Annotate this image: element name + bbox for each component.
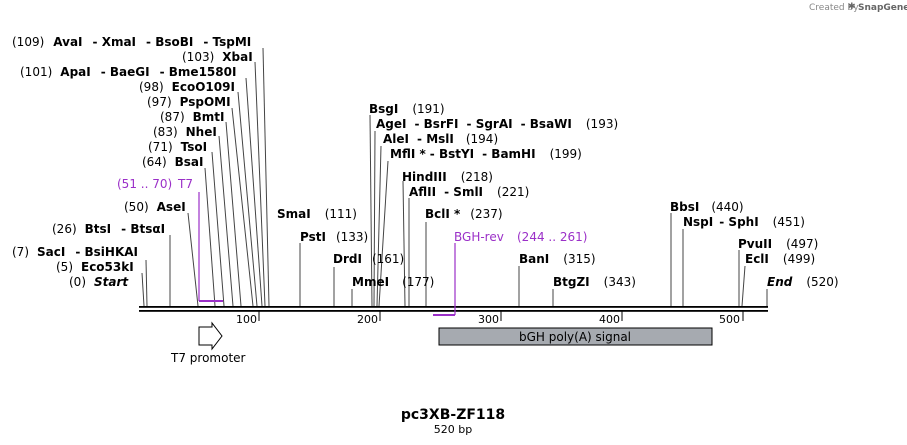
site-label[interactable]: AflII- SmlI(221) (409, 185, 529, 199)
bgh-rev-primer-label[interactable]: BGH-rev (454, 230, 504, 244)
site-label[interactable]: (97)PspOMI (147, 95, 231, 109)
site-label[interactable]: (103)XbaI (182, 50, 253, 64)
site-label[interactable]: BtgZI(343) (553, 275, 636, 289)
site-label[interactable]: MflI *- BstYI- BamHI(199) (390, 147, 582, 161)
site-label[interactable]: (5)Eco53kI (56, 260, 134, 274)
site-label[interactable]: (7)SacI- BsiHKAI (12, 245, 138, 259)
t7-primer-label[interactable]: T7 (177, 177, 193, 191)
t7-primer-bar[interactable] (199, 300, 223, 302)
site-label[interactable]: BanI(315) (519, 252, 596, 266)
site-label[interactable]: (0)Start (69, 275, 129, 289)
site-label[interactable]: (87)BmtI (160, 110, 225, 124)
site-label[interactable]: SmaI(111) (277, 207, 357, 221)
bgh-polya-label: bGH poly(A) signal (519, 330, 631, 344)
site-label[interactable]: HindIII(218) (402, 170, 493, 184)
site-label[interactable]: BbsI(440) (670, 200, 744, 214)
site-label[interactable]: (98)EcoO109I (139, 80, 235, 94)
site-label[interactable]: (101)ApaI- BaeGI- Bme1580I (20, 65, 236, 79)
site-label[interactable]: MmeI(177) (352, 275, 434, 289)
plasmid-length: 520 bp (434, 423, 472, 436)
snapgene-logo-icon: ✱ (848, 2, 856, 12)
site-label[interactable]: (83)NheI (153, 125, 217, 139)
backbone-bottom-strand (139, 310, 768, 312)
bgh-rev-primer-bar[interactable] (433, 314, 455, 316)
site-label[interactable]: End(520) (767, 275, 839, 289)
bgh-polya-feature[interactable] (438, 327, 713, 346)
site-label[interactable]: DrdI(161) (333, 252, 404, 266)
site-label[interactable]: (50)AseI (124, 200, 186, 214)
site-label[interactable]: (26)BtsI- BtsαI (52, 222, 165, 236)
ruler-tick-100: 100 (236, 313, 257, 326)
ruler-tick-400: 400 (599, 313, 620, 326)
t7-promoter-arrow-icon[interactable] (198, 321, 223, 351)
site-label[interactable]: NspI- SphI(451) (683, 215, 805, 229)
site-label[interactable]: PstI(133) (300, 230, 368, 244)
snapgene-brand: SnapGene (858, 3, 907, 13)
plasmid-name: pc3XB-ZF118 (401, 407, 505, 423)
created-by-text: Created by (809, 3, 859, 13)
ruler-tick-300: 300 (478, 313, 499, 326)
ruler-tick-200: 200 (357, 313, 378, 326)
t7-primer-position: (51 .. 70) (117, 177, 172, 191)
site-label[interactable]: AgeI- BsrFI- SgrAI- BsaWI(193) (376, 117, 618, 131)
site-label[interactable]: (71)TsoI (148, 140, 207, 154)
site-label[interactable]: BsgI(191) (369, 102, 445, 116)
t7-promoter-label[interactable]: T7 promoter (170, 351, 246, 365)
bgh-rev-primer-position: (244 .. 261) (517, 230, 587, 244)
ruler-tick-500: 500 (719, 313, 740, 326)
site-label[interactable]: BclI *(237) (425, 207, 503, 221)
site-label[interactable]: (109)AvaI- XmaI- BsoBI- TspMI (12, 35, 251, 49)
site-label[interactable]: PvuII(497) (738, 237, 818, 251)
backbone-top-strand (139, 306, 768, 308)
site-label[interactable]: (64)BsaI (142, 155, 204, 169)
ruler (258, 311, 744, 321)
site-label[interactable]: EclI(499) (745, 252, 815, 266)
site-connectors (141, 47, 768, 307)
site-label[interactable]: AleI- MslI(194) (383, 132, 498, 146)
